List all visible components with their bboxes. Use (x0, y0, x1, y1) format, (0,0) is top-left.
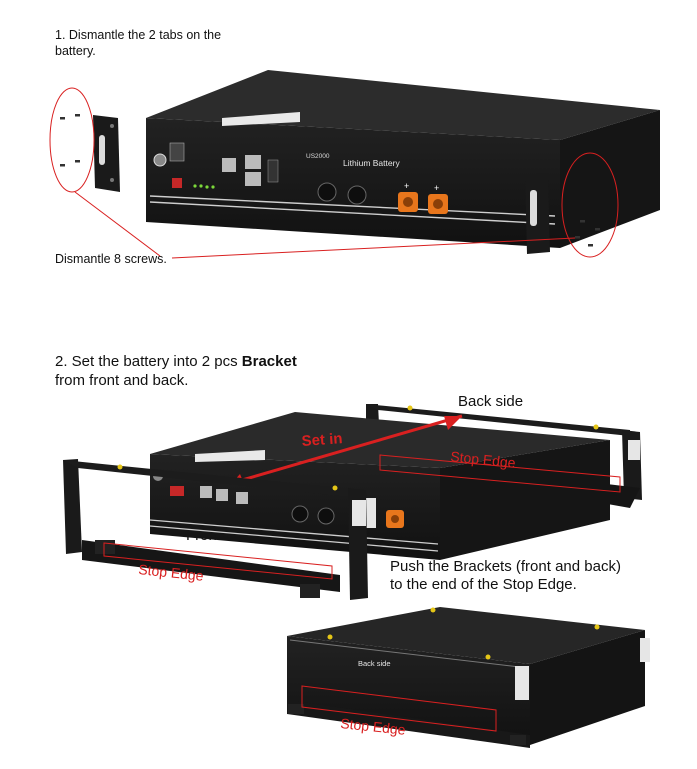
right-screws (575, 220, 600, 247)
step1-instruction-line1: 1. Dismantle the 2 tabs on the (55, 28, 222, 42)
negative-terminal-1-icon (317, 182, 337, 202)
step3-stop-edge-label: Stop Edge (340, 715, 407, 738)
rs485-port-icon (245, 155, 261, 169)
back-side-label: Back side (458, 393, 524, 410)
screws-label: Dismantle 8 screws. (55, 252, 167, 266)
back-stop-edge-box (379, 454, 621, 493)
negative-terminal-2-icon (347, 185, 367, 205)
step2-instruction-prefix: 2. Set the battery into 2 pcs (55, 353, 242, 370)
front-stop-edge-box (103, 542, 333, 580)
model-print: US2000 (306, 153, 330, 160)
can-port-icon (245, 172, 261, 186)
back-side-print: Back side (358, 659, 391, 668)
front-stop-edge-label: Stop Edge (138, 561, 205, 584)
front-bracket (63, 459, 368, 600)
step2-instruction-line2: from front and back. (55, 372, 189, 389)
battery-side-face (560, 110, 660, 248)
set-in-arrow (231, 414, 463, 485)
left-screws (60, 114, 80, 167)
set-in-arrowhead-icon (444, 416, 462, 430)
step3-battery: Back side (287, 607, 650, 748)
front-stripe-1 (149, 195, 556, 217)
battery-top-label (222, 112, 300, 126)
dip-switch-icon (169, 142, 185, 162)
set-in-label: Set in (301, 430, 343, 450)
step2-instruction-line1: 2. Set the battery into 2 pcs Bracket (55, 353, 297, 372)
power-switch-icon (153, 153, 167, 167)
left-screws-circle (49, 87, 95, 193)
right-screws-circle (561, 152, 619, 258)
right-tab (525, 173, 550, 254)
step3-stop-edge-box (301, 685, 497, 732)
front-stripe-2 (149, 201, 556, 225)
svg-text:+: + (404, 181, 409, 191)
svg-text:+: + (434, 183, 439, 193)
addr-switch-icon (267, 159, 279, 183)
back-stop-edge-label: Stop Edge (450, 448, 517, 471)
step1-battery: US2000 Lithium Battery + + (146, 70, 660, 248)
push-instruction-line1: Push the Brackets (front and back) (390, 558, 621, 575)
reset-button-icon (172, 178, 182, 188)
left-callout-line (74, 191, 161, 257)
push-instruction-line2: to the end of the Stop Edge. (390, 576, 577, 593)
step2-instruction-bold: Bracket (241, 353, 297, 370)
lithium-battery-print: Lithium Battery (343, 158, 400, 168)
step1-instruction-line2: battery. (55, 44, 96, 58)
right-callout-line (171, 237, 576, 259)
rj45-port-icon (222, 158, 236, 172)
left-tab (93, 115, 120, 192)
battery-front-face (146, 118, 560, 248)
step2-battery (149, 412, 610, 560)
